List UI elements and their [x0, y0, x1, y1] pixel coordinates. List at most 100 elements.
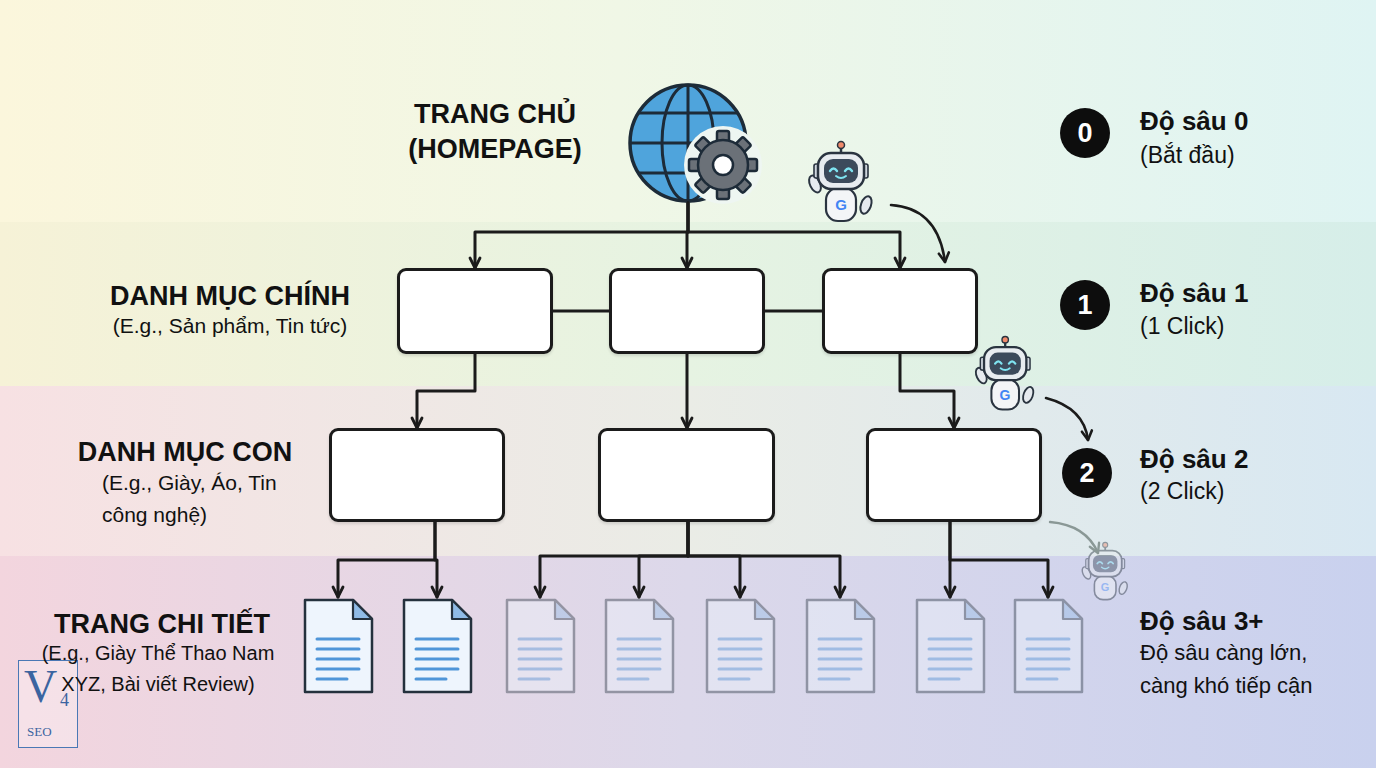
level-title: DANH MỤC CHÍNH — [60, 278, 400, 314]
crawl-arrow — [891, 205, 945, 262]
robot-logo: G — [995, 386, 1015, 404]
hierarchy-connector — [949, 522, 952, 597]
page-outline — [917, 600, 984, 692]
text-line — [719, 668, 761, 671]
hierarchy-connector — [475, 203, 688, 268]
text-line — [519, 668, 561, 671]
text-line — [1027, 638, 1069, 641]
hierarchy-connector — [688, 203, 900, 268]
detail-page-icon — [913, 597, 987, 695]
text-line — [519, 658, 561, 661]
text-line — [929, 648, 971, 651]
depth-title: Độ sâu 1 — [1140, 276, 1360, 311]
depth-note: (1 Click) — [1140, 311, 1360, 342]
page-shape — [1011, 597, 1085, 695]
text-line — [819, 648, 861, 651]
page-outline — [606, 600, 673, 692]
text-line — [317, 658, 359, 661]
subcategory-box — [866, 428, 1042, 522]
depth-title: Độ sâu 3+ — [1140, 604, 1360, 639]
page-outline — [404, 600, 471, 692]
level-example: (E.g., Sản phẩm, Tin tức) — [60, 312, 400, 340]
watermark-letter: V — [24, 662, 64, 712]
page-shape — [913, 597, 987, 695]
text-line — [618, 668, 660, 671]
text-line — [929, 668, 971, 671]
text-line — [719, 638, 761, 641]
hierarchy-connector — [553, 310, 609, 313]
watermark-number: 4 — [60, 690, 76, 710]
detail-page-icon — [301, 597, 375, 695]
page-fold — [1063, 600, 1082, 619]
text-line — [416, 668, 458, 671]
text-line — [618, 658, 660, 661]
robot-logo: G — [831, 196, 851, 214]
hierarchy-connector — [338, 522, 435, 597]
text-line — [416, 658, 458, 661]
subcategory-box — [329, 428, 505, 522]
depth-number-text: 0 — [1077, 118, 1092, 148]
text-line — [317, 638, 359, 641]
text-line — [929, 638, 971, 641]
page-fold — [755, 600, 774, 619]
detail-page-icon — [703, 597, 777, 695]
detail-page-icon — [803, 597, 877, 695]
text-line — [819, 638, 861, 641]
text-line — [618, 648, 660, 651]
page-outline — [507, 600, 574, 692]
text-line — [929, 678, 959, 681]
depth-number-text: 1 — [1077, 290, 1092, 320]
depth-number: 2 — [1062, 448, 1112, 498]
crawl-arrow — [1050, 522, 1098, 553]
page-fold — [452, 600, 471, 619]
category-box — [609, 268, 765, 354]
crawler-robot — [974, 336, 1036, 409]
detail-page-icon — [1011, 597, 1085, 695]
depth-number-text: 2 — [1079, 458, 1094, 488]
text-line — [317, 648, 359, 651]
page-shape — [400, 597, 474, 695]
page-fold — [855, 600, 874, 619]
homepage-node: TRANG CHỦ (HOMEPAGE) — [623, 83, 753, 203]
text-line — [317, 678, 347, 681]
text-line — [519, 678, 549, 681]
text-line — [719, 658, 761, 661]
crawler-robot — [1080, 542, 1128, 599]
depth-note: (2 Click) — [1140, 476, 1360, 507]
globe-icon — [630, 85, 746, 201]
text-line — [719, 678, 749, 681]
hierarchy-connector — [686, 354, 689, 428]
depth-note: (Bắt đầu) — [1140, 140, 1360, 171]
page-fold — [555, 600, 574, 619]
hierarchy-connector — [688, 522, 840, 597]
text-line — [416, 638, 458, 641]
text-line — [1027, 658, 1069, 661]
text-line — [819, 678, 849, 681]
page-outline — [707, 600, 774, 692]
text-line — [618, 678, 648, 681]
hierarchy-connector — [435, 522, 437, 597]
hierarchy-connector — [540, 522, 688, 597]
hierarchy-connector — [417, 354, 475, 428]
gear-icon — [684, 126, 762, 204]
depth-number: 0 — [1060, 108, 1110, 158]
text-line — [929, 658, 971, 661]
page-outline — [305, 600, 372, 692]
detail-page-icon — [503, 597, 577, 695]
page-fold — [654, 600, 673, 619]
category-box — [822, 268, 978, 354]
level-title: TRANG CHI TIẾT — [12, 606, 312, 642]
text-line — [819, 658, 861, 661]
hierarchy-connector — [900, 354, 954, 428]
watermark-text: SEO — [27, 724, 71, 740]
text-line — [618, 638, 660, 641]
depth-note: Độ sâu càng lớn, càng khó tiếp cận — [1140, 636, 1355, 702]
robot-logo: G — [1097, 580, 1113, 594]
hierarchy-connector — [687, 203, 688, 268]
crawler-robot — [807, 142, 874, 222]
page-shape — [703, 597, 777, 695]
page-shape — [803, 597, 877, 695]
hierarchy-connector — [688, 522, 740, 597]
